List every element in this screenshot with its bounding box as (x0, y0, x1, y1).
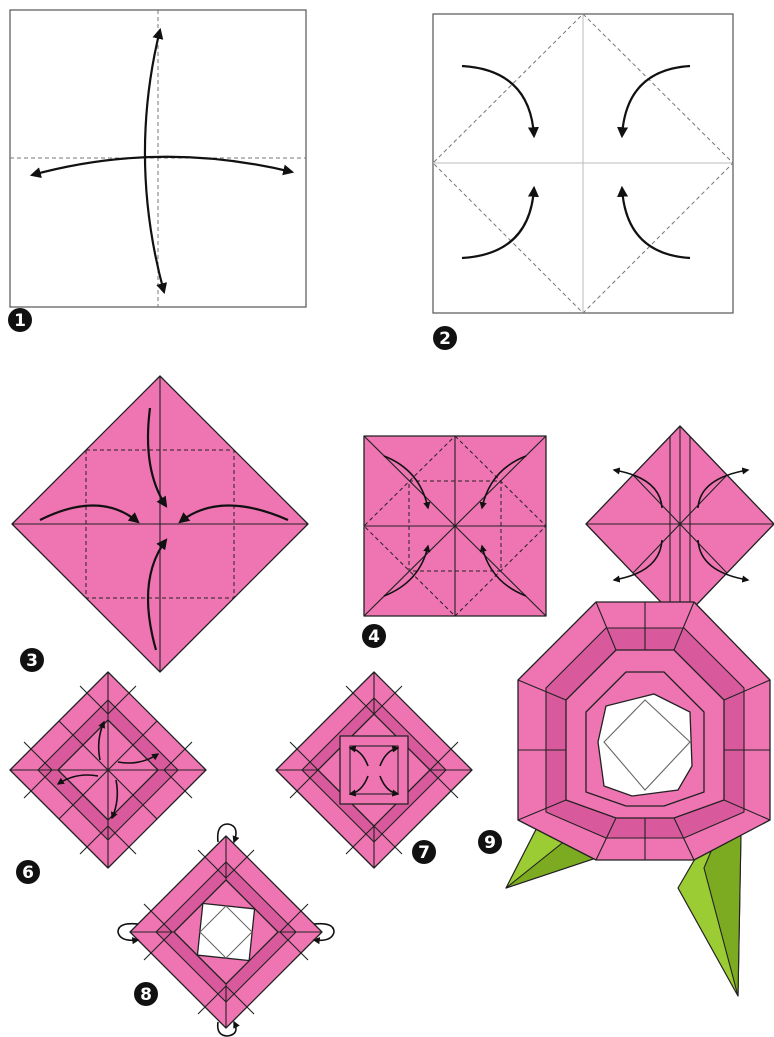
step-5-diagram (586, 426, 774, 622)
step-4-diagram (364, 436, 546, 616)
step-6-badge: 6 (16, 860, 40, 884)
step-3-badge: 3 (20, 648, 44, 672)
step-8-number: 8 (140, 985, 152, 1005)
step-6-number: 6 (22, 863, 34, 883)
step-8-badge: 8 (134, 982, 158, 1006)
step-4-badge: 4 (362, 624, 386, 648)
step-7-number: 7 (418, 843, 430, 863)
step-2-badge: 2 (433, 326, 457, 350)
step-3-number: 3 (26, 651, 38, 671)
step-2-number: 2 (439, 329, 451, 349)
step-4-number: 4 (368, 627, 380, 647)
step-1-badge: 1 (8, 308, 32, 332)
step-7-badge: 7 (412, 840, 436, 864)
step-9-badge: 9 (478, 830, 502, 854)
step-9-number: 9 (484, 833, 496, 853)
step-2-diagram (433, 14, 733, 313)
step-6-diagram (10, 672, 206, 868)
step-1-diagram (10, 10, 306, 307)
step-3-diagram (12, 376, 308, 672)
step-7-diagram (276, 672, 472, 868)
step-1-number: 1 (14, 311, 26, 331)
step-9-diagram (506, 602, 770, 996)
